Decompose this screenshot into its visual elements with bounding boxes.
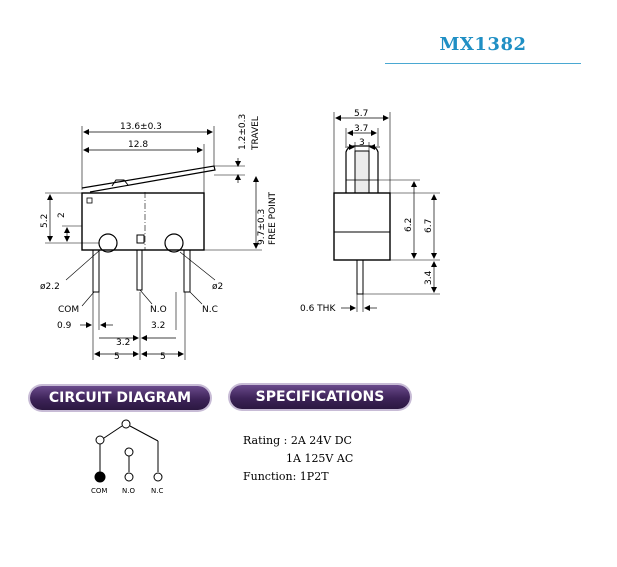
dim-height-2: 2 — [57, 212, 67, 218]
body-marker — [86, 197, 93, 204]
dim-height-5-2: 5.2 — [40, 214, 50, 228]
front-body — [333, 192, 391, 261]
actuator-plunger — [345, 145, 379, 193]
free-point-label: FREE POINT — [268, 191, 278, 245]
dim-travel: 1.2±0.3 — [238, 114, 248, 150]
title-underline — [385, 63, 581, 64]
front-view — [333, 112, 440, 312]
actuator-lever — [81, 165, 216, 193]
dim-hole-left: ø2.2 — [40, 282, 60, 292]
terminal-com-top — [95, 435, 105, 445]
dim-actuator-inner: 3 — [359, 138, 365, 148]
dim-pitch-d: 5 — [160, 352, 166, 362]
spec-function: Function: 1P2T — [243, 470, 329, 483]
pin-com — [92, 250, 100, 293]
dim-height-6-7: 6.7 — [424, 219, 434, 233]
dim-body-length: 12.8 — [128, 140, 148, 150]
dim-pitch-c: 5 — [114, 352, 120, 362]
dim-pin-length: 3.4 — [424, 270, 434, 285]
terminal-nc — [153, 472, 163, 482]
spec-rating: Rating : 2A 24V DC — [243, 434, 352, 447]
dim-pin-width: 0.9 — [57, 321, 72, 331]
specifications-title: SPECIFICATIONS — [230, 385, 410, 409]
circuit-label-no: N.O — [122, 487, 135, 495]
terminal-com — [94, 471, 106, 483]
side-view — [45, 126, 262, 360]
terminal-no-top — [124, 447, 134, 457]
dim-pitch-b: 3.2 — [151, 321, 165, 331]
model-title: MX1382 — [439, 34, 527, 55]
travel-label: TRAVEL — [251, 116, 261, 151]
lever-pivot — [111, 179, 129, 187]
dim-height-6-2: 6.2 — [404, 218, 414, 232]
circuit-label-nc: N.C — [151, 487, 164, 495]
specifications-list: Rating : 2A 24V DC 1A 125V AC Function: … — [243, 432, 353, 486]
dim-free-point: 9.7±0.3 — [257, 209, 267, 245]
label-nc: N.C — [202, 305, 218, 315]
dim-hole-right: ø2 — [212, 282, 223, 292]
circuit-diagram-title: CIRCUIT DIAGRAM — [30, 386, 210, 410]
spec-rating-ac: 1A 125V AC — [286, 452, 354, 465]
dim-width: 5.7 — [354, 109, 368, 119]
circuit-diagram — [94, 419, 163, 483]
label-no: N.O — [150, 305, 167, 315]
terminal-no — [124, 472, 134, 482]
pin-nc — [183, 250, 191, 293]
dim-pitch-a: 3.2 — [116, 338, 130, 348]
front-pin — [356, 259, 364, 295]
dim-overall-length: 13.6±0.3 — [120, 122, 162, 132]
terminal-pivot — [121, 419, 131, 429]
label-com: COM — [58, 305, 79, 315]
mounting-hole-right — [164, 233, 184, 253]
circuit-label-com: COM — [91, 487, 108, 495]
dim-thickness: 0.6 THK — [300, 304, 336, 314]
switch-body — [81, 192, 205, 251]
dim-actuator-width: 3.7 — [354, 124, 368, 134]
pin-no — [136, 250, 143, 291]
